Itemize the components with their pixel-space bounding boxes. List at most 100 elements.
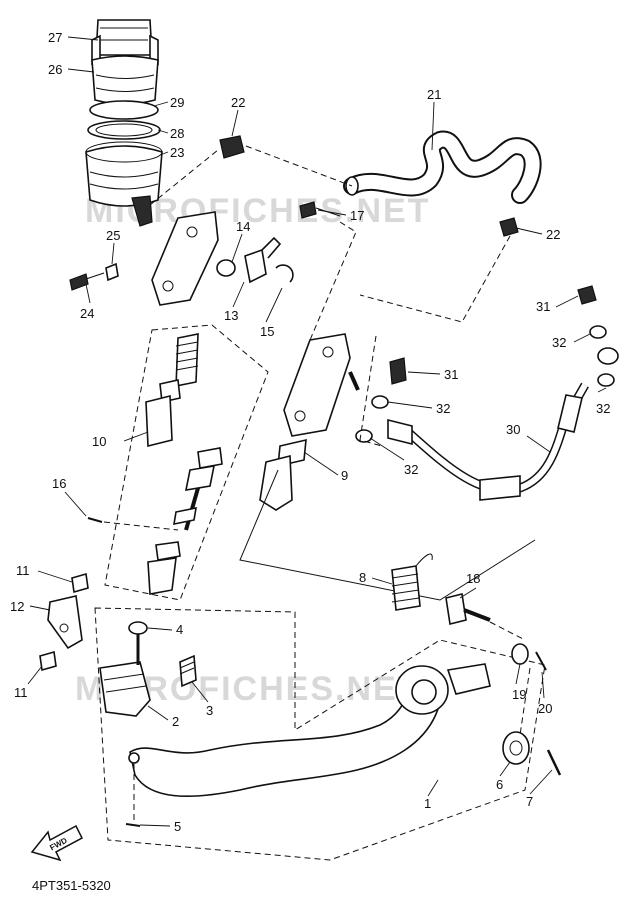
- spring-coils: [175, 341, 199, 371]
- pedal-arm: [446, 663, 491, 695]
- cylinder-r-port-1: [322, 346, 334, 358]
- callout-32-upper: 32: [552, 335, 566, 350]
- brake-hose-banjo: [597, 347, 619, 365]
- callout-8: 8: [359, 570, 366, 585]
- callout-24: 24: [80, 306, 94, 321]
- callout-29: 29: [170, 95, 184, 110]
- callout-5: 5: [174, 819, 181, 834]
- washer-32-d: [355, 429, 373, 443]
- clevis-hole: [59, 623, 69, 633]
- callout-10: 10: [92, 434, 106, 449]
- brake-hose-fitting-left: [387, 418, 413, 446]
- washer-32-c: [371, 395, 389, 409]
- brake-hose-guard: [479, 475, 521, 501]
- plate-inner: [95, 123, 153, 137]
- callout-3: 3: [206, 703, 213, 718]
- callout-20: 20: [538, 701, 552, 716]
- o-ring-part: [216, 259, 236, 277]
- cylinder-right-link: [239, 469, 536, 601]
- pedal-boss-hole: [411, 679, 437, 705]
- bolt-24-head: [69, 273, 89, 291]
- callout-21: 21: [427, 87, 441, 102]
- collar-ridges: [95, 74, 155, 92]
- nut-11-upper: [71, 572, 89, 594]
- pin-20: [535, 651, 547, 671]
- callout-18: 18: [466, 571, 480, 586]
- callout-32-lower: 32: [404, 462, 418, 477]
- push-rod-head: [184, 465, 216, 491]
- cylinder-r-port-2: [294, 410, 306, 422]
- piston-kit-box: [104, 324, 269, 601]
- cup-2: [197, 447, 223, 469]
- union-bolt-31-upper: [577, 285, 597, 305]
- callout-17: 17: [350, 208, 364, 223]
- master-cylinder-left-part: [151, 211, 219, 306]
- hose-joint-part: [244, 236, 282, 284]
- cotter-pin-5: [125, 823, 141, 827]
- washer-25: [105, 262, 119, 282]
- piston-kit-parts: [145, 333, 223, 595]
- callout-9: 9: [341, 468, 348, 483]
- body-bands: [89, 171, 159, 190]
- return-spring-coils: [391, 573, 420, 603]
- callout-32-mid: 32: [436, 401, 450, 416]
- callout-14: 14: [236, 219, 250, 234]
- pin-16-line: [103, 521, 179, 531]
- bolt-31-line: [359, 335, 383, 447]
- pin-4-head: [128, 621, 148, 635]
- pivot-line: [489, 621, 531, 736]
- callout-2: 2: [172, 714, 179, 729]
- callout-11-lower: 11: [14, 685, 28, 700]
- callout-27: 27: [48, 30, 62, 45]
- cap-ribs: [100, 27, 148, 41]
- brake-hose-sleeve: [557, 394, 583, 433]
- cylinder-port-2: [162, 280, 174, 292]
- pivot-bolt-18: [445, 593, 467, 625]
- reservoir-hose-part: [343, 130, 542, 204]
- cylinder-r-outlet: [348, 371, 360, 391]
- cotter-pin-16: [87, 517, 103, 523]
- callout-16: 16: [52, 476, 66, 491]
- washer-32-b: [597, 373, 615, 387]
- brake-hose-part: [387, 347, 619, 501]
- callout-31-lower: 31: [444, 367, 458, 382]
- body-rim: [85, 141, 163, 163]
- washer-32-a: [589, 325, 607, 339]
- callout-19: 19: [512, 687, 526, 702]
- cotter-pin-7: [546, 749, 562, 776]
- bolt-24-shank: [85, 272, 105, 280]
- cylinder-body-right: [283, 333, 351, 437]
- callout-23: 23: [170, 145, 184, 160]
- brake-pedal-part: [128, 663, 491, 798]
- hose-lower-connection-line: [359, 235, 511, 323]
- cylinder-port-1: [186, 226, 198, 238]
- reservoir-assembly: [85, 19, 163, 227]
- bolt-17: [299, 201, 317, 219]
- cylinder-body-left: [151, 211, 219, 306]
- callout-13: 13: [224, 308, 238, 323]
- reservoir-connection-line: [149, 145, 353, 206]
- return-spring-8: [391, 565, 421, 611]
- nut-11-lower: [39, 650, 57, 672]
- cylinder-r-clevis: [259, 454, 293, 511]
- push-rod-nut: [173, 506, 197, 526]
- callouts: 27 26 29 28 23 22 21 17 22 14 25 24 13 1…: [10, 30, 610, 834]
- spring-3-coils: [179, 661, 195, 675]
- bolt-17-line: [309, 221, 357, 341]
- callout-22-upper: 22: [231, 95, 245, 110]
- pedal-assembly-box: [94, 607, 546, 861]
- washer-6: [502, 731, 530, 765]
- union-bolt-31-lower: [389, 357, 407, 385]
- pivot-bolt-shank: [463, 608, 491, 622]
- hose-clip-lower: [499, 217, 519, 237]
- fwd-arrow-icon: FWD: [30, 824, 83, 862]
- reservoir-cap-part: [95, 19, 153, 56]
- reservoir-outlet: [131, 195, 153, 227]
- hose-clip-upper: [219, 135, 245, 159]
- spring-hook: [415, 553, 433, 567]
- callout-31-upper: 31: [536, 299, 550, 314]
- callout-1: 1: [424, 796, 431, 811]
- pedal-pin-hole: [128, 752, 140, 764]
- diaphragm-part: [89, 100, 159, 120]
- callout-4: 4: [176, 622, 183, 637]
